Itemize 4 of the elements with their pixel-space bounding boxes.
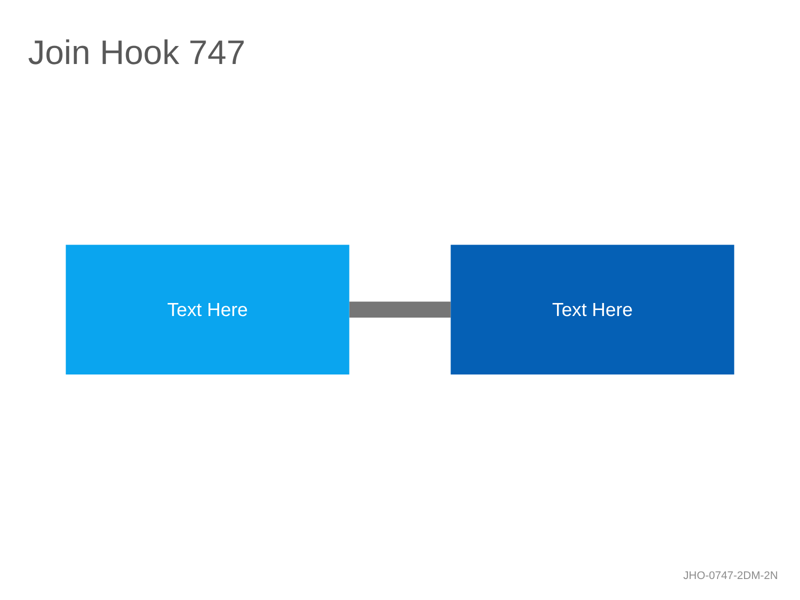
text-square: Text Here [450, 245, 734, 375]
slide-code: JHO-0747-2DM-2N [683, 570, 778, 582]
text-square: Text Here [66, 245, 350, 375]
title: Join Hook 747 [28, 34, 246, 73]
